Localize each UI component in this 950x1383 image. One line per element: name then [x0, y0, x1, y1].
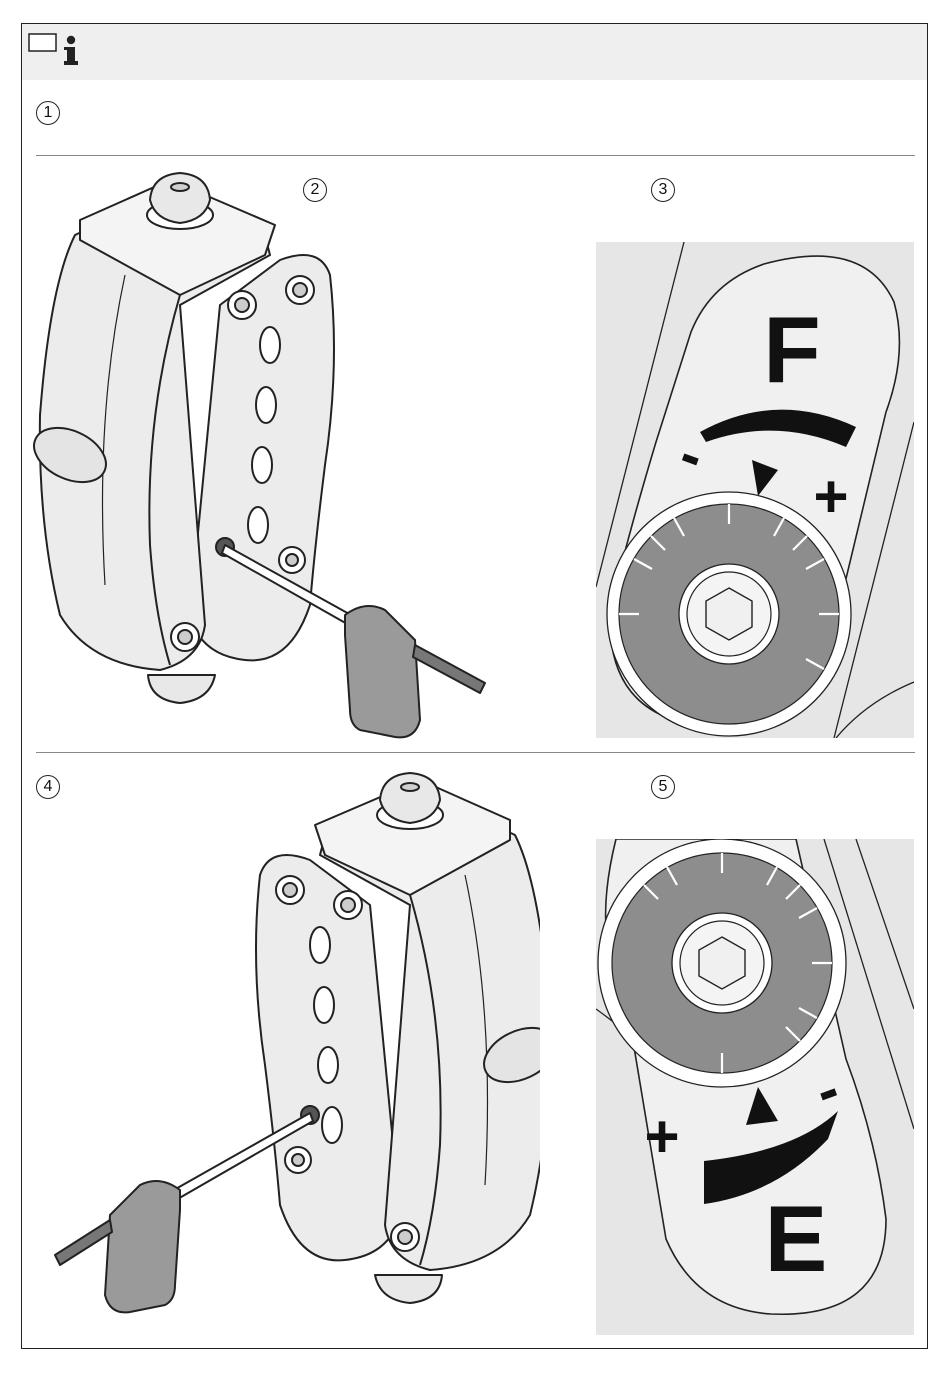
divider-top	[36, 155, 915, 156]
divider-middle	[36, 752, 915, 753]
dial-closeup-flexion: F - +	[596, 242, 914, 738]
dial-letter-bottom: E	[765, 1186, 828, 1291]
dial-closeup-extension: - + E	[596, 839, 914, 1335]
header-icons: i	[26, 30, 86, 70]
knee-joint-illustration-bottom	[30, 765, 540, 1345]
dial-plus-bottom: +	[644, 1103, 679, 1170]
callout-5: 5	[651, 775, 675, 799]
dial-plus-top: +	[813, 463, 848, 530]
info-icon: i	[64, 36, 86, 69]
knee-joint-illustration-top	[30, 165, 500, 745]
dial-letter-top: F	[763, 297, 820, 402]
callout-1: 1	[36, 101, 60, 125]
empty-box-icon	[29, 34, 56, 51]
header-bar	[22, 24, 927, 80]
callout-3: 3	[651, 178, 675, 202]
